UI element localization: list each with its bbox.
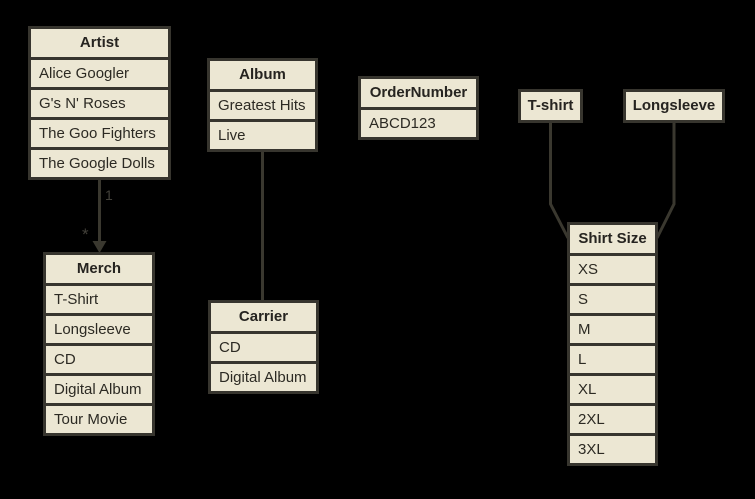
table-row: XL [570,376,655,403]
table-row: Live [210,122,315,149]
table-row: 2XL [570,406,655,433]
table-row: The Google Dolls [31,150,168,177]
table-row: M [570,316,655,343]
table-row: G's N' Roses [31,90,168,117]
tshirt-node: T-shirt [518,89,583,123]
table-row: Greatest Hits [210,92,315,119]
table-row: The Goo Fighters [31,120,168,147]
table-row: S [570,286,655,313]
table-row: Tour Movie [46,406,152,433]
longsleeve-node: Longsleeve [623,89,725,123]
table-row: 3XL [570,436,655,463]
table-row: T-Shirt [46,286,152,313]
cardinality-label-one: 1 [105,187,113,203]
table-row: XS [570,256,655,283]
table-row: Digital Album [46,376,152,403]
longsleeve-node-header: Longsleeve [626,92,722,120]
shirtsize-table-header: Shirt Size [570,225,655,253]
shirtsize-table: Shirt Size XS S M L XL 2XL 3XL [567,222,658,466]
artist-table-header: Artist [31,29,168,57]
table-row: CD [211,334,316,361]
connector-tshirt-to-shirtsize [549,121,570,239]
ordernumber-table-header: OrderNumber [361,79,476,107]
album-table-header: Album [210,61,315,89]
table-row: CD [46,346,152,373]
table-row: L [570,346,655,373]
tshirt-node-header: T-shirt [521,92,580,120]
merch-table: Merch T-Shirt Longsleeve CD Digital Albu… [43,252,155,436]
album-table: Album Greatest Hits Live [207,58,318,152]
merch-table-header: Merch [46,255,152,283]
table-row: ABCD123 [361,110,476,137]
table-row: Alice Googler [31,60,168,87]
cardinality-label-many: * [82,225,89,244]
ordernumber-table: OrderNumber ABCD123 [358,76,479,140]
carrier-table: Carrier CD Digital Album [208,300,319,394]
artist-table: Artist Alice Googler G's N' Roses The Go… [28,26,171,180]
connector-longsleeve-to-shirtsize [655,121,676,239]
table-row: Digital Album [211,364,316,391]
table-row: Longsleeve [46,316,152,343]
carrier-table-header: Carrier [211,303,316,331]
